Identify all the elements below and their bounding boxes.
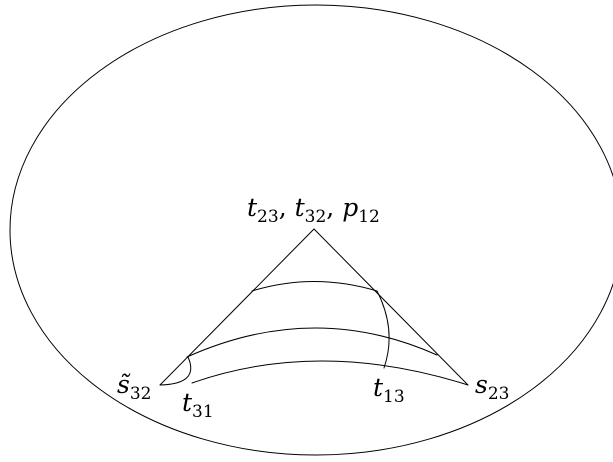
label-left-vertex: s̃32 bbox=[117, 370, 151, 404]
middle-arc bbox=[186, 327, 438, 358]
label-right-bottom-point-base: t bbox=[373, 373, 384, 402]
label-top-part-2-base: t bbox=[295, 193, 306, 222]
triangle-left-edge bbox=[159, 228, 315, 386]
boundary-ellipse bbox=[9, 4, 613, 456]
bottom-arc bbox=[191, 360, 469, 386]
inner-vertical-arc bbox=[376, 290, 390, 369]
label-right-bottom-point-sub: 13 bbox=[383, 387, 405, 407]
label-top-vertex: t23, t32, p12 bbox=[247, 193, 380, 227]
label-top-part-3-sep: , bbox=[326, 193, 342, 222]
label-top-part-2-sub: 32 bbox=[305, 207, 327, 227]
upper-arc bbox=[251, 281, 378, 292]
label-right-vertex-base: s bbox=[475, 370, 488, 399]
label-top-part-0-sub: 23 bbox=[257, 207, 279, 227]
label-right-bottom-point: t13 bbox=[373, 373, 405, 407]
outer-lower-arc bbox=[159, 356, 192, 386]
label-left-bottom-point-base: t bbox=[182, 388, 193, 417]
label-top-part-0-base: t bbox=[247, 193, 258, 222]
label-top-part-1-sep: , bbox=[279, 193, 295, 222]
label-top-part-4-sub: 12 bbox=[358, 207, 380, 227]
label-left-bottom-point-sub: 31 bbox=[192, 402, 214, 422]
label-left-vertex-sub: 32 bbox=[130, 384, 152, 404]
figure: t23, t32, p12 s̃32 t31 t13 s23 bbox=[9, 4, 613, 456]
label-right-vertex-sub: 23 bbox=[488, 384, 510, 404]
triangle-right-edge bbox=[313, 228, 469, 386]
label-top-part-4-base: p bbox=[342, 193, 358, 222]
label-left-bottom-point: t31 bbox=[182, 388, 214, 422]
label-left-vertex-base: s̃ bbox=[117, 370, 131, 399]
label-right-vertex: s23 bbox=[475, 370, 509, 404]
